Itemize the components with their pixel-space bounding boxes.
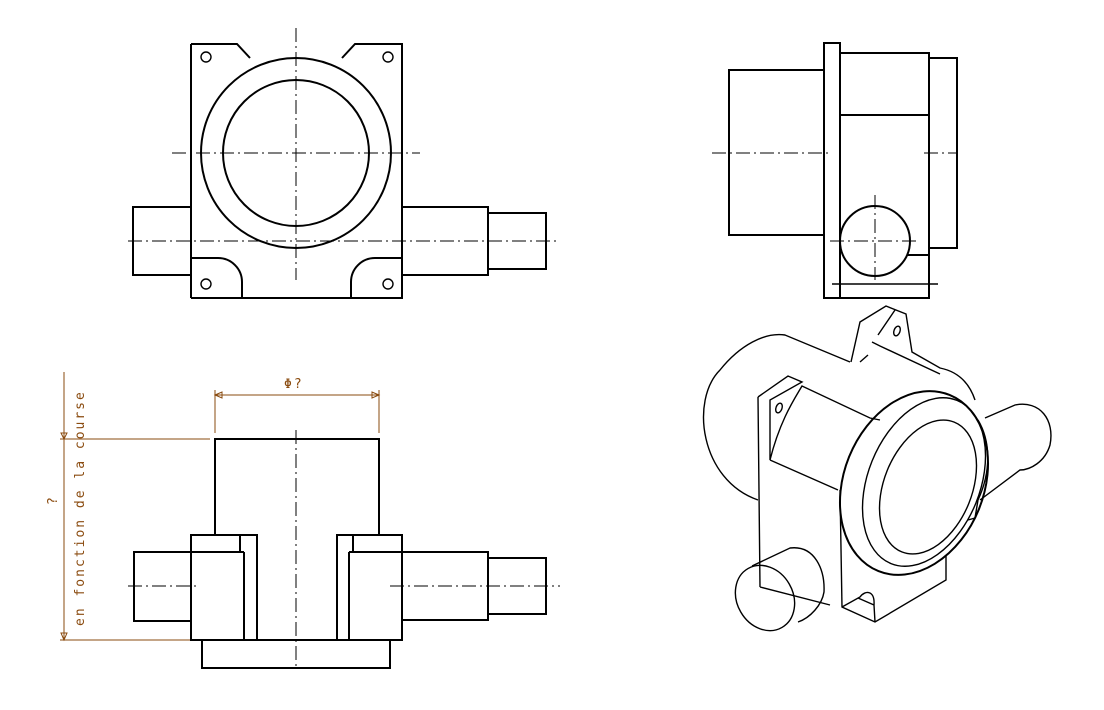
bottom-view: [128, 430, 560, 670]
diameter-label: Φ?: [284, 377, 304, 392]
height-note: en fonction de la course: [73, 390, 88, 626]
side-view: [712, 42, 958, 299]
isometric-view: [702, 305, 1052, 632]
front-view: [128, 28, 560, 299]
dimensions: Φ? ? en fonction de la course: [46, 372, 381, 642]
height-label: ?: [46, 495, 61, 505]
